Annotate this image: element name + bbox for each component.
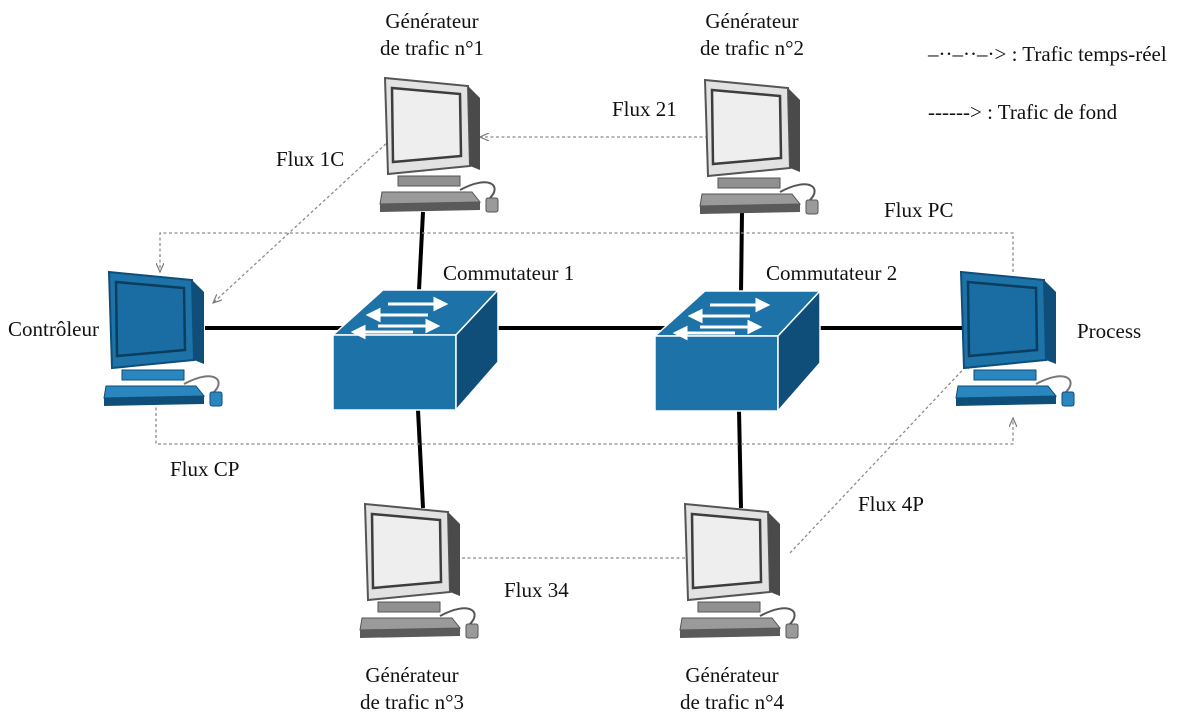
controleur-label: Contrôleur bbox=[8, 317, 99, 341]
legend-background-label: : Trafic de fond bbox=[987, 100, 1118, 124]
gen3-computer-icon bbox=[358, 502, 480, 640]
gen3-label: Générateur de trafic n°3 bbox=[352, 662, 472, 716]
process-label: Process bbox=[1077, 319, 1142, 343]
gen1-label-line1: Générateur bbox=[385, 9, 479, 33]
legend-background-symbol: ------> bbox=[928, 100, 982, 124]
flow-4p-line bbox=[789, 360, 972, 554]
flow-1c-line bbox=[213, 139, 391, 303]
gen1-label: Générateur de trafic n°1 bbox=[372, 8, 492, 62]
link-sw2-gen4 bbox=[737, 409, 743, 509]
flow-34-label: Flux 34 bbox=[504, 578, 569, 602]
switch-1-label: Commutateur 1 bbox=[443, 261, 575, 285]
legend-realtime-symbol: –··–··–·> bbox=[928, 42, 1007, 66]
gen3-label-line1: Générateur bbox=[365, 663, 459, 687]
switch-2-icon bbox=[653, 289, 822, 413]
link-gen2-sw2 bbox=[739, 211, 744, 294]
flow-21-label: Flux 21 bbox=[612, 97, 677, 121]
process-computer-icon bbox=[954, 270, 1076, 408]
switch-2-label: Commutateur 2 bbox=[766, 261, 898, 285]
gen4-label-line1: Générateur bbox=[685, 663, 779, 687]
gen4-computer-icon bbox=[678, 502, 800, 640]
flow-lines bbox=[155, 137, 1014, 558]
gen1-label-line2: de trafic n°1 bbox=[379, 36, 484, 60]
legend-realtime-label: : Trafic temps-réel bbox=[1011, 42, 1167, 66]
links bbox=[205, 211, 972, 509]
gen4-label: Générateur de trafic n°4 bbox=[672, 662, 792, 716]
gen2-computer-icon bbox=[698, 78, 820, 216]
link-sw1-gen3 bbox=[416, 409, 425, 509]
flow-pc-line bbox=[160, 232, 1014, 272]
gen4-label-line2: de trafic n°4 bbox=[679, 690, 784, 714]
legend-realtime: –··–··–·> : Trafic temps-réel bbox=[928, 41, 1167, 68]
link-gen1-sw1 bbox=[417, 211, 425, 291]
gen1-computer-icon bbox=[378, 76, 500, 214]
flow-cp-line bbox=[155, 402, 1013, 445]
legend-background: ------> : Trafic de fond bbox=[928, 99, 1117, 126]
flow-1c-label: Flux 1C bbox=[276, 147, 345, 171]
gen3-label-line2: de trafic n°3 bbox=[359, 690, 464, 714]
flow-pc-label: Flux PC bbox=[884, 198, 954, 222]
switch-1-icon bbox=[331, 288, 500, 412]
flow-cp-label: Flux CP bbox=[170, 457, 240, 481]
controleur-computer-icon bbox=[102, 270, 224, 408]
gen2-label-line1: Générateur bbox=[705, 9, 799, 33]
gen2-label-line2: de trafic n°2 bbox=[699, 36, 804, 60]
flow-4p-label: Flux 4P bbox=[858, 492, 924, 516]
gen2-label: Générateur de trafic n°2 bbox=[692, 8, 812, 62]
